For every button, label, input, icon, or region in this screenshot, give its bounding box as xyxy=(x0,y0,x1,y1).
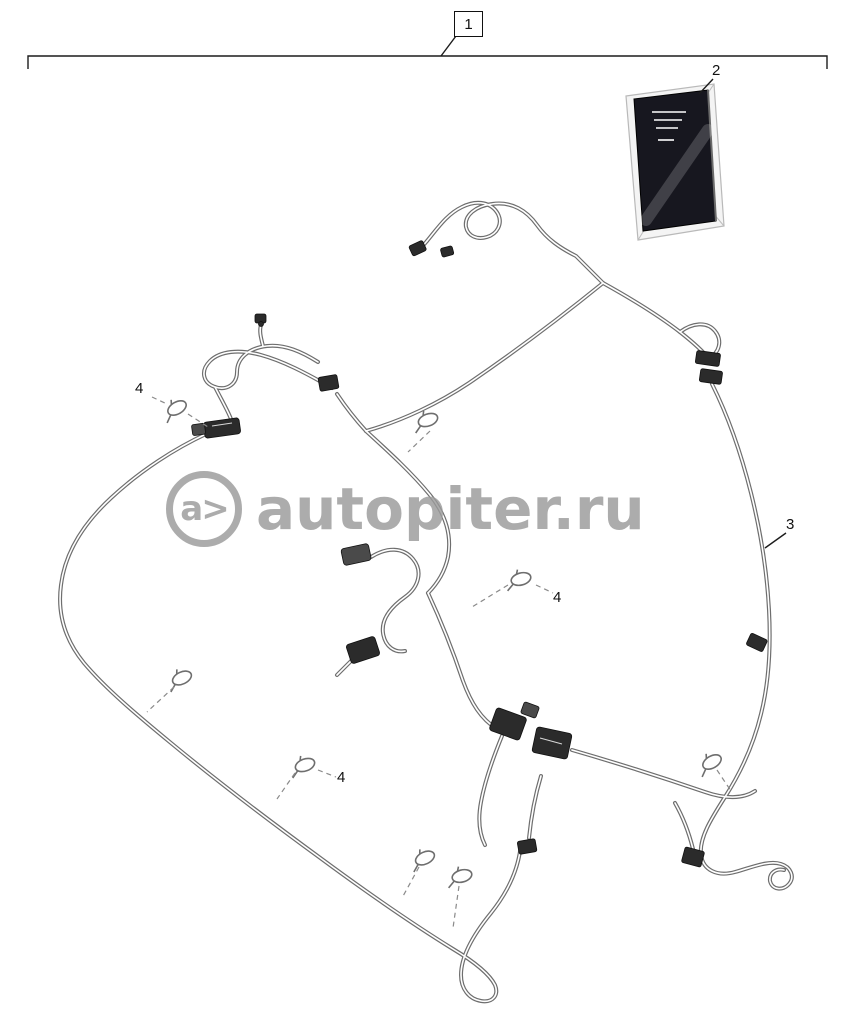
leader-line xyxy=(535,584,554,594)
cable-tie xyxy=(502,565,534,592)
connector xyxy=(346,636,380,664)
leader-line xyxy=(452,885,460,929)
leader-line xyxy=(401,866,420,899)
leader-line xyxy=(407,430,431,453)
connector xyxy=(520,701,540,719)
cable-tie xyxy=(157,393,191,424)
booklet-page-edge xyxy=(707,89,717,222)
connector xyxy=(517,838,538,855)
leader-line xyxy=(716,769,732,792)
leader-line xyxy=(187,413,209,428)
cable-tie xyxy=(692,747,726,778)
connector-detail xyxy=(539,737,563,745)
leader-item-2 xyxy=(698,78,714,95)
leader-line xyxy=(276,772,296,800)
leader-line xyxy=(151,396,168,405)
cable-ties xyxy=(157,393,726,889)
leader-line xyxy=(146,686,175,713)
leader-item-1 xyxy=(440,35,457,57)
bracket-item-1 xyxy=(27,55,828,69)
callout-4-a: 4 xyxy=(135,380,144,397)
connector xyxy=(681,846,705,868)
cable-tie xyxy=(405,843,439,873)
cable-tie xyxy=(162,663,196,693)
connector-ring-terminal xyxy=(258,321,264,327)
connector xyxy=(695,350,721,367)
callout-4-c: 4 xyxy=(337,769,346,786)
leader-item-3 xyxy=(764,532,787,549)
connectors xyxy=(191,240,768,868)
callout-2: 2 xyxy=(712,62,721,79)
cable-tie xyxy=(443,862,475,889)
connector xyxy=(408,240,427,257)
harness-cables-core xyxy=(59,201,793,1003)
cable-tie xyxy=(408,406,441,434)
connector xyxy=(440,245,455,258)
callout-3: 3 xyxy=(786,516,795,533)
leader-line xyxy=(317,769,337,778)
connector-detail xyxy=(211,422,233,427)
connector xyxy=(531,726,573,760)
wrap-sheen xyxy=(640,124,714,226)
connector xyxy=(317,374,340,392)
callout-4-b: 4 xyxy=(553,589,562,606)
callout-1: 1 xyxy=(454,11,483,37)
connector-plug-head xyxy=(191,422,206,436)
connector xyxy=(746,633,768,652)
connector xyxy=(340,543,372,566)
harness-cables-outline xyxy=(58,200,794,1004)
connector xyxy=(489,707,527,741)
connector-plug xyxy=(203,417,241,439)
leader-line xyxy=(471,584,509,608)
instruction-booklet xyxy=(625,83,725,241)
cable-tie xyxy=(285,751,318,779)
connector xyxy=(698,368,723,385)
dashed-leaders xyxy=(146,396,732,929)
